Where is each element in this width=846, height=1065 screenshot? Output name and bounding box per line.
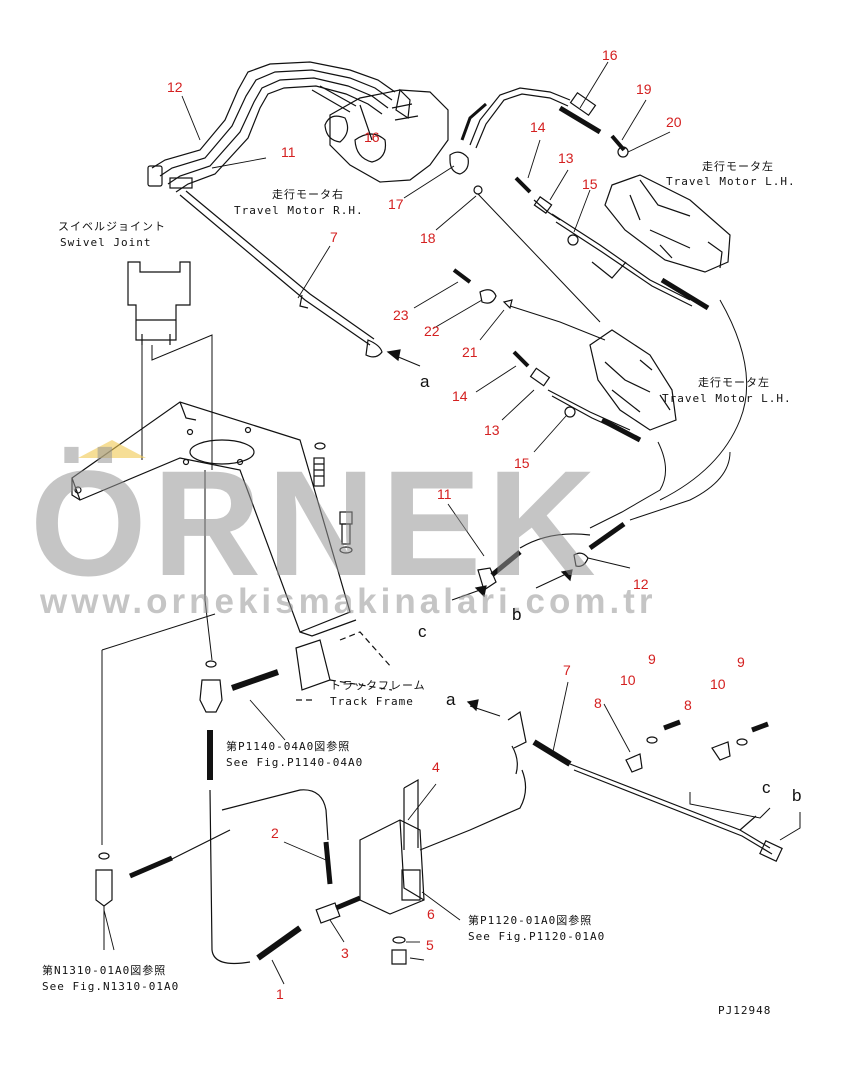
leader-lines xyxy=(103,61,671,985)
part-number-14: 14 xyxy=(530,119,546,135)
part-number-22: 22 xyxy=(424,323,440,339)
part-number-8: 8 xyxy=(684,697,692,713)
swivel-joint-drawing xyxy=(127,261,191,345)
label-swivel-joint-en: Swivel Joint xyxy=(60,236,152,249)
hose-1-lower xyxy=(256,895,361,961)
part-number-5: 5 xyxy=(426,937,434,953)
part-number-12: 12 xyxy=(633,576,649,592)
label-ref-p1120-jp: 第P1120-01A0図参照 xyxy=(468,914,593,927)
pipe-7-lower xyxy=(507,711,801,862)
connection-letter-c: c xyxy=(762,778,771,797)
part-number-18: 18 xyxy=(420,230,436,246)
part-number-8: 8 xyxy=(594,695,602,711)
pipe-7-upper xyxy=(179,190,383,358)
part-number-7: 7 xyxy=(563,662,571,678)
label-travel-motor-rh-en: Travel Motor R.H. xyxy=(234,204,364,217)
part-number-7: 7 xyxy=(330,229,338,245)
hose-11-12-middle xyxy=(477,521,626,591)
part-number-23: 23 xyxy=(393,307,409,323)
hose-16-right xyxy=(460,87,626,152)
part-number-1: 1 xyxy=(276,986,284,1002)
bolts-group xyxy=(313,442,353,554)
part-number-12: 12 xyxy=(167,79,183,95)
connection-letter-c: c xyxy=(418,622,427,641)
part-number-16: 16 xyxy=(364,129,380,145)
part-number-4: 4 xyxy=(432,759,440,775)
part-number-16: 16 xyxy=(602,47,618,63)
parts-23-22-21 xyxy=(452,268,513,310)
fittings-14-13-upper xyxy=(514,176,710,311)
connection-letter-a: a xyxy=(420,372,430,391)
part-number-17: 17 xyxy=(388,196,404,212)
part-number-15: 15 xyxy=(582,176,598,192)
label-track-frame-en: Track Frame xyxy=(330,695,414,708)
travel-motor-lh-middle-drawing xyxy=(589,329,677,431)
part-number-13: 13 xyxy=(558,150,574,166)
fittings-14-13-middle xyxy=(512,350,642,443)
label-ref-p1120-en: See Fig.P1120-01A0 xyxy=(468,930,606,943)
part-number-10: 10 xyxy=(710,676,726,692)
label-travel-motor-lh-en-2: Travel Motor L.H. xyxy=(662,392,792,405)
label-travel-motor-rh-jp: 走行モータ右 xyxy=(272,188,344,201)
bracket-plate-drawing xyxy=(71,401,357,637)
travel-motor-lh-upper-drawing xyxy=(604,174,731,273)
arrow-a-upper xyxy=(395,355,421,367)
hose-2-lower xyxy=(129,789,333,885)
label-ref-p1140-jp: 第P1140-04A0図参照 xyxy=(226,740,351,753)
part-number-11: 11 xyxy=(281,144,296,160)
fitting-p1140 xyxy=(199,660,279,965)
fitting-n1310 xyxy=(95,613,216,950)
fitting-17 xyxy=(449,151,469,175)
part-number-10: 10 xyxy=(620,672,636,688)
label-ref-n1310-en: See Fig.N1310-01A0 xyxy=(42,980,180,993)
watermark-url: www.ornekismakinalari.com.tr xyxy=(40,582,657,621)
connection-letter-a: a xyxy=(446,690,456,709)
label-track-frame-jp: トラックフレーム xyxy=(330,679,426,692)
bracket-6-drawing xyxy=(359,769,527,965)
label-ref-n1310-jp: 第N1310-01A0図参照 xyxy=(42,964,167,977)
diagram-code: PJ12948 xyxy=(718,1004,772,1017)
label-travel-motor-lh-jp-1: 走行モータ左 xyxy=(702,160,774,173)
connection-letter-b: b xyxy=(512,605,522,624)
label-swivel-joint-jp: スイベルジョイント xyxy=(58,220,166,233)
connection-letter-b: b xyxy=(792,786,802,805)
label-ref-p1140-en: See Fig.P1140-04A0 xyxy=(226,756,364,769)
part-number-6: 6 xyxy=(427,906,435,922)
part-number-20: 20 xyxy=(666,114,682,130)
part-number-11: 11 xyxy=(437,486,452,502)
part-number-2: 2 xyxy=(271,825,279,841)
part-number-19: 19 xyxy=(636,81,652,97)
part-number-13: 13 xyxy=(484,422,500,438)
clamp-group-8-9-10 xyxy=(625,719,769,773)
part-number-14: 14 xyxy=(452,388,468,404)
part-number-3: 3 xyxy=(341,945,349,961)
oring-18 xyxy=(473,185,483,195)
part-number-9: 9 xyxy=(648,651,656,667)
part-number-9: 9 xyxy=(737,654,745,670)
part-number-15: 15 xyxy=(514,455,530,471)
part-number-21: 21 xyxy=(462,344,478,360)
track-frame-drawing xyxy=(295,631,393,701)
watermark-brand: ÖRNEK xyxy=(30,439,602,607)
watermark-accent xyxy=(78,440,146,458)
hose-12-upper xyxy=(147,61,396,193)
travel-motor-rh-drawing xyxy=(324,88,449,183)
label-travel-motor-lh-jp-2: 走行モータ左 xyxy=(698,376,770,389)
label-travel-motor-lh-en-1: Travel Motor L.H. xyxy=(666,175,796,188)
